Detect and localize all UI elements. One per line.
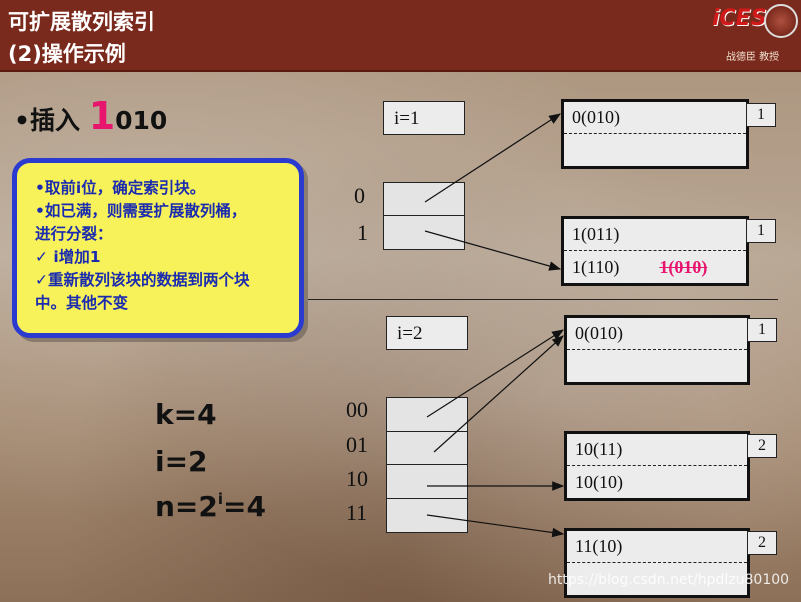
note-line: 进行分裂： [35, 225, 113, 243]
arrow-bottom-11 [426, 514, 565, 538]
note-line: 中。其他不变 [35, 294, 129, 312]
bottom-bucket-a: 0(010) [564, 315, 750, 385]
param-n: n=2i=4 [155, 490, 266, 523]
slide-header: 可扩展散列索引 (2)操作示例 iCES 战德臣 教授 [0, 0, 801, 72]
bucket-slot: 0(010) [567, 318, 747, 350]
top-bucket-b: 1(011) 1(110) 1(010) [561, 216, 749, 286]
bottom-dir-cell [387, 398, 467, 432]
note-line: ✓ i增加1 [35, 248, 101, 266]
bottom-bucket-c-depth: 2 [747, 531, 777, 555]
bottom-dir-label-10: 10 [346, 466, 368, 491]
bottom-bucket-a-depth: 1 [747, 318, 777, 342]
slide-subtitle: (2)操作示例 [8, 42, 126, 66]
insert-heading: •插入 1010 [14, 94, 167, 138]
logo-subtitle: 战德臣 教授 [726, 52, 780, 63]
bottom-directory [386, 397, 468, 533]
bottom-bucket-b: 10(11) 10(10) [564, 431, 750, 501]
bucket-slot: 11(10) [567, 531, 747, 563]
top-bucket-a-depth: 1 [746, 103, 776, 127]
bottom-global-depth-box: i=2 [386, 316, 468, 350]
top-bucket-a: 0(010) [561, 99, 749, 169]
bucket-slot-value: 1(110) [572, 256, 620, 277]
bucket-slot: 10(11) [567, 434, 747, 466]
arrow-top-0 [424, 113, 562, 203]
logo: iCES 战德臣 教授 [712, 2, 800, 68]
insert-label: •插入 [14, 106, 89, 135]
insert-highlight-digit: 1 [88, 94, 116, 138]
param-n-exponent: i [217, 490, 224, 508]
param-i: i=2 [155, 445, 208, 478]
top-dir-label-1: 1 [357, 220, 368, 245]
top-bucket-b-depth: 1 [746, 219, 776, 243]
arrow-top-1 [424, 230, 562, 271]
bucket-slot: 10(10) [575, 471, 623, 492]
struck-entry: 1(010) [659, 256, 708, 277]
bottom-dir-cell [387, 432, 467, 465]
bucket-slot: 0(010) [564, 102, 746, 134]
slide-title: 可扩展散列索引 [8, 10, 155, 34]
arrow-bottom-01 [433, 335, 564, 453]
note-line: ✓重新散列该块的数据到两个块 [35, 271, 250, 289]
insert-rest-digits: 010 [115, 106, 168, 135]
arrow-bottom-00 [426, 329, 565, 418]
section-separator [308, 299, 778, 300]
note-line: •如已满，则需要扩展散列桶， [35, 202, 247, 220]
logo-text: iCES [712, 6, 767, 31]
explanation-note: •取前i位，确定索引块。 •如已满，则需要扩展散列桶， 进行分裂： ✓ i增加1… [12, 158, 304, 338]
param-k: k=4 [155, 398, 217, 431]
bottom-bucket-b-depth: 2 [747, 434, 777, 458]
watermark: https://blog.csdn.net/hpdlzu80100 [548, 572, 790, 588]
bottom-dir-label-11: 11 [346, 500, 368, 525]
param-n-suffix: =4 [223, 490, 266, 523]
bucket-slot: 1(110) 1(010) [564, 251, 746, 283]
bottom-dir-cell [387, 465, 467, 499]
top-dir-cell [384, 183, 464, 216]
bottom-dir-label-01: 01 [346, 432, 368, 457]
note-line: •取前i位，确定索引块。 [35, 179, 206, 197]
top-global-depth-box: i=1 [383, 101, 465, 135]
bottom-bucket-c: 11(10) [564, 528, 750, 598]
bottom-dir-label-00: 00 [346, 397, 368, 422]
top-dir-label-0: 0 [354, 183, 365, 208]
seal-icon [764, 4, 798, 38]
param-n-prefix: n=2 [155, 490, 218, 523]
bucket-slot: 1(011) [564, 219, 746, 251]
